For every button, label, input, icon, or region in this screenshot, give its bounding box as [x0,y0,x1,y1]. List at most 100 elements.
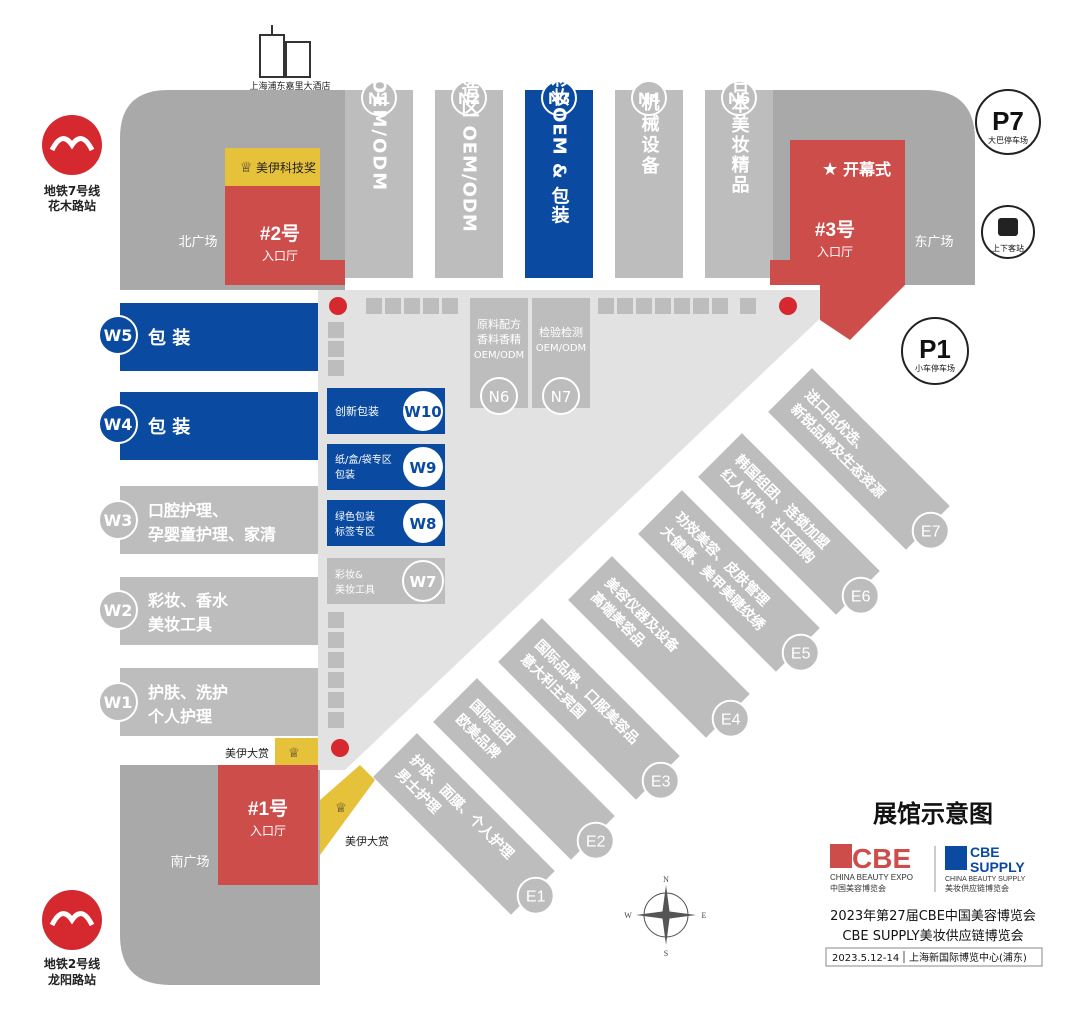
cbe-cn: 中国美容博览会 [830,883,886,893]
supply-cn: 美妆供应链博览会 [945,883,1009,893]
entrance-1-label: 入口厅 [250,824,286,838]
center-halls: 原料配方 香料香精 OEM/ODM N6 检验检测 OEM/ODM N7 [470,298,590,415]
hall-label: 香料香精 [477,332,521,346]
opening-ceremony: 开幕式 [843,160,891,179]
compass-icon: N S E W [624,875,706,958]
shuttle-icon [998,218,1018,236]
compass-e: E [702,911,707,920]
hall-label: 包 装 [148,327,190,349]
metro-station: 龙阳路站 [48,972,96,987]
hall-n2[interactable] [435,90,503,278]
hall-label-2: 标签专区 [335,525,375,538]
compass-s: S [664,949,668,958]
north-halls: N1 N2 N3 N4 N5 OEM/ODM 日本制造区 OEM/ODM 高端彩… [345,23,773,278]
hall-code: W8 [410,515,437,533]
cbe-en: CHINA BEAUTY EXPO [830,873,913,882]
hall-label-2: 美妆工具 [335,583,375,596]
hall-label: 检验检测 [539,325,583,339]
event-line-2: CBE SUPPLY美妆供应链博览会 [842,928,1023,944]
metro-south: 地铁2号线 龙阳路站 [42,890,102,987]
hall-label: 日本制造区 OEM/ODM [459,23,480,233]
hall-n5[interactable] [705,90,773,278]
east-entrance-group: ★ 开幕式 #3号 入口厅 东广场 [770,140,954,340]
hall-label-2: 美妆工具 [148,615,212,634]
hall-code: N2 [458,89,480,108]
award-box [275,738,318,765]
hotel: 上海浦东嘉里大酒店 [249,25,331,92]
hall-n4[interactable] [615,90,683,278]
hall-w2[interactable] [120,577,318,645]
hall-w3[interactable] [120,486,318,554]
hall-n1[interactable] [345,90,413,278]
compass-w: W [624,911,632,920]
hall-label: 机械设备 [639,93,661,177]
hall-w4[interactable] [120,392,318,460]
entrance-3[interactable] [770,140,905,340]
cbe-supply-logo: CBE SUPPLY CHINA BEAUTY SUPPLY 美妆供应链博览会 [945,844,1026,893]
hall-label: 包 装 [148,416,190,438]
bus-stops [329,297,797,757]
hall-code: N5 [728,89,750,108]
hall-code: W9 [410,459,437,477]
hall-code: E4 [721,712,741,729]
entrance-1[interactable] [218,765,318,885]
award-icon: ♕ [288,746,300,761]
entrance-1-num: #1号 [248,798,288,820]
parking-label: 大巴停车场 [988,135,1028,145]
hall-code: W1 [104,693,133,712]
hall-code-circle [641,761,680,800]
star-icon: ★ [822,159,838,180]
hall-code: W5 [104,326,133,345]
award-label-1: 美伊大赏 [225,746,269,760]
north-hall-codes: N1 N2 N3 N4 N5 [361,80,757,116]
metro-line: 地铁7号线 [44,183,100,198]
metro-north: 地铁7号线 花木路站 [42,115,102,213]
hall-label: 日本美妆精品 [729,75,750,195]
hall-code: E2 [586,834,606,851]
event-venue: 上海新国际博览中心(浦东) [909,951,1027,964]
hall-code: E5 [791,646,811,663]
hall-label: OEM/ODM [474,350,524,361]
entrance-2-label: 入口厅 [262,249,298,263]
hall-code: W4 [104,415,133,434]
north-plaza-label: 北广场 [178,235,217,250]
hall-w1[interactable] [120,668,318,736]
hotel-icon [259,34,285,78]
hall-label: OEM/ODM [536,343,586,354]
central-concourse [318,290,850,770]
hall-n3[interactable] [525,90,593,278]
hall-code: W2 [104,601,133,620]
hall-code: N1 [368,89,390,108]
award-tech-icon: ♕ [240,160,253,176]
hall-code: N7 [551,388,572,406]
hall-code: E1 [526,889,546,906]
hall-code-circle [911,511,950,550]
hall-label-2: 个人护理 [147,707,212,726]
hotel-name: 上海浦东嘉里大酒店 [249,80,330,92]
hall-code: E7 [921,524,941,541]
compass-n: N [663,875,669,884]
hall-label-2: 孕婴童护理、家清 [148,525,276,544]
entrance-3-label: 入口厅 [817,245,853,259]
cbe-name: CBE [852,843,911,874]
south-plaza-label: 南广场 [170,854,209,870]
inner-halls: 创新包装 W10 纸/盒/袋专区 包装 W9 绿色包装 标签专区 W8 彩妆& … [327,388,445,604]
bus-icon [779,297,797,315]
hall-code: W3 [104,511,133,530]
entrance-2-num: #2号 [260,223,300,245]
hall-code-circle [841,576,880,615]
parking-code: P7 [992,106,1024,136]
parking-p7: P7 大巴停车场 [975,89,1041,155]
entrance-2[interactable] [225,186,345,285]
hall-code: E3 [651,774,671,791]
hall-code: E6 [851,589,871,606]
bus-stop-label: 上下客站 [992,243,1024,253]
hall-code: N3 [548,89,570,108]
hall-label: 口腔护理、 [148,501,228,520]
hall-w5[interactable] [120,303,318,371]
hall-code-circle [781,633,820,672]
hall-code-circle [711,699,750,738]
